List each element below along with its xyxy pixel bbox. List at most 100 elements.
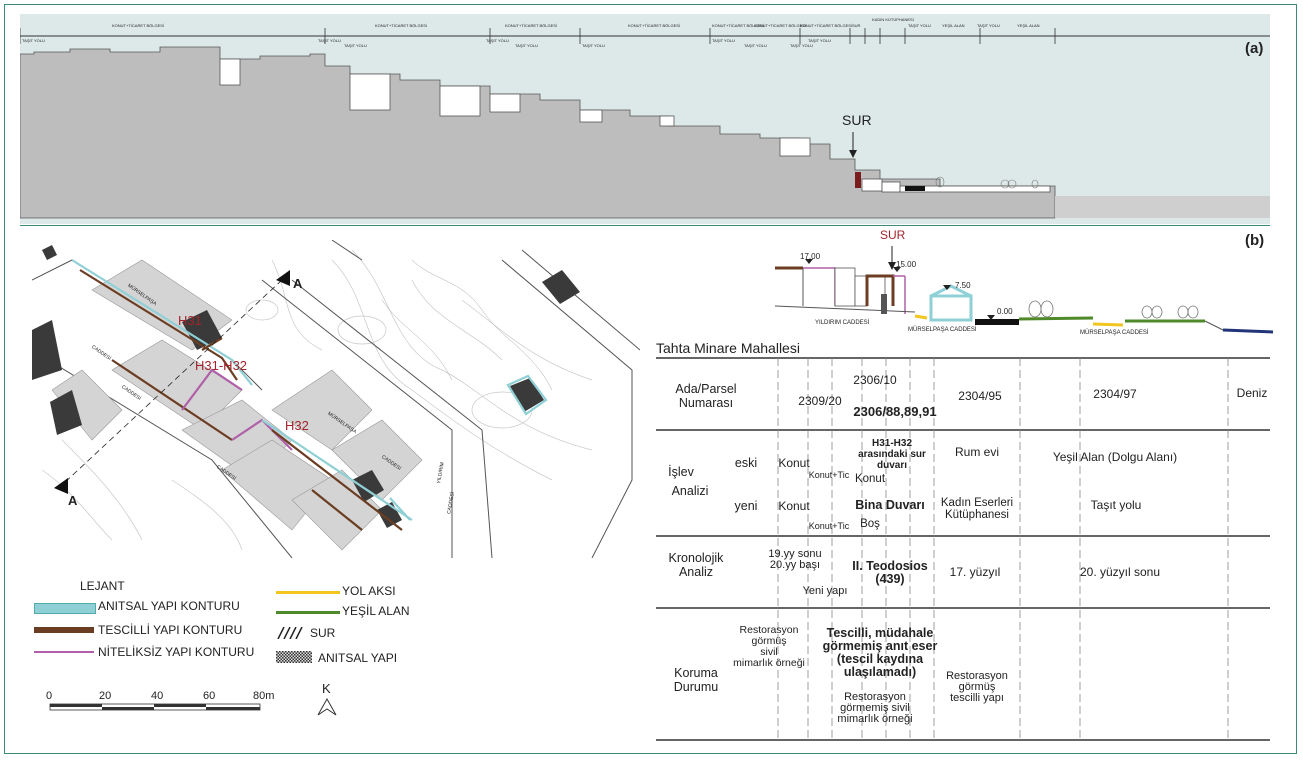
sur-wall-mark (855, 172, 861, 188)
row-label-analizi: Analizi (671, 484, 709, 498)
cell-ada-2304-97: 2304/97 (1093, 387, 1137, 401)
road-label: TAŞIT YOLU (744, 43, 767, 48)
north-label: K (322, 681, 331, 696)
label-eski: eski (734, 456, 758, 470)
cell-yeni-tasit: Taşıt yolu (1090, 498, 1142, 512)
road-label: TAŞIT YOLU (344, 43, 367, 48)
cell-kron-17yy: 17. yüzyıl (949, 565, 1001, 579)
scale-tick: 60 (203, 690, 216, 702)
legend-label: ANITSAL YAPI (318, 651, 398, 665)
north-arrow-icon (317, 697, 337, 716)
section-line (61, 279, 283, 486)
map-label-h32: H32 (285, 418, 309, 433)
cell-ada-2306-10: 2306/10 (853, 373, 897, 387)
map-label-h31-h32: H31-H32 (195, 358, 248, 373)
zone-label: YEŞİL ALAN (942, 23, 965, 28)
panel-a-elevation (20, 14, 1270, 224)
scale-bar (49, 703, 261, 711)
panel-a-label: (a) (1245, 40, 1264, 57)
section-street: MÜRSELPAŞA CADDESİ (1080, 330, 1149, 336)
panel-divider (20, 225, 1270, 226)
outline-contours (71, 259, 548, 531)
cell-yeni-konut-tic: Konut+Tic (808, 521, 850, 531)
legend-title: LEJANT (80, 579, 125, 593)
cell-kron-yeni-yapi: Yeni yapı (802, 585, 848, 597)
legend-label: YEŞİL ALAN (342, 604, 410, 618)
section-elevation: 15.00 (896, 260, 917, 269)
road-label: TAŞIT YOLU (22, 38, 45, 43)
table-title: Tahta Minare Mahallesi (656, 340, 800, 356)
legend-swatch-sur (277, 627, 303, 639)
cell-ada-2306-88: 2306/88,89,91 (853, 404, 937, 419)
cell-yeni-bos: Boş (860, 518, 880, 530)
legend-swatch-tescilli (34, 627, 94, 633)
scale-tick: 20 (99, 690, 112, 702)
legend-label: SUR (310, 626, 336, 640)
zone-label: KADIN KÜTÜPHANESİ (872, 17, 914, 22)
legend-swatch-yol (276, 591, 340, 594)
legend-swatch-anitsal-kontur (34, 603, 96, 614)
legend-label: YOL AKSI (342, 584, 396, 598)
road-label: TAŞIT YOLU (582, 43, 605, 48)
section-street: YILDIRIM CADDESİ (815, 320, 870, 326)
cell-koruma-tescilli: Tescilli, müdahale görmemiş anıt eser (t… (822, 626, 938, 679)
road-label: TAŞIT YOLU (908, 23, 931, 28)
zone-label: KONUT+TİCARET BÖLGESİ (712, 23, 765, 28)
cell-eski-konut-tic: Konut+Tic (808, 470, 850, 480)
zone-label: KONUT+TİCARET BÖLGESİ (800, 23, 853, 28)
sur-arrowhead (849, 150, 857, 158)
cell-koruma-restorasyon-sivil: Restorasyon görmüş sivil mimarlık örneği (733, 624, 805, 669)
figure-frame (4, 4, 1297, 754)
row-label-islev: İşlev (668, 465, 694, 479)
cell-kron-teodosios: II. Teodosios (439) (852, 559, 928, 586)
cell-eski-sur: H31-H32 arasındaki sur duvarı (858, 438, 926, 471)
tree-icons (935, 176, 1039, 189)
zone-label: SUR (852, 23, 861, 28)
cell-yeni-konut: Konut (778, 499, 810, 513)
zone-label: KONUT+TİCARET BÖLGESİ (754, 23, 807, 28)
legend-swatch-anitsal-yapi (276, 651, 312, 663)
building-outlines (219, 58, 1051, 193)
section-profile (775, 246, 1274, 334)
section-sur-label: SUR (880, 228, 906, 242)
road-mark (905, 186, 925, 191)
cell-eski-konut2: Konut (854, 473, 886, 485)
row-label-kronoloji: Kronolojik Analiz (668, 551, 724, 579)
sur-label-a: SUR (842, 112, 872, 128)
zone-label: KONUT+TİCARET BÖLGESİ (628, 23, 681, 28)
analysis-table-grid (656, 357, 1270, 741)
cell-ada-deniz: Deniz (1236, 386, 1268, 400)
contour-lines (41, 249, 593, 551)
legend-label: TESCİLLİ YAPI KONTURU (98, 623, 243, 637)
road-label: TAŞIT YOLU (808, 38, 831, 43)
legend-label: NİTELİKSİZ YAPI KONTURU (98, 645, 255, 659)
section-elevation: 7.50 (955, 281, 971, 290)
section-elevation: 0.00 (997, 307, 1013, 316)
scale-tick: 0 (46, 690, 53, 702)
road-label: TAŞIT YOLU (790, 43, 813, 48)
map-label-a-bottom: A (68, 493, 78, 508)
cell-koruma-restorasyon-gormemis: Restorasyon görmemiş sivil mimarlık örne… (837, 691, 913, 725)
cell-eski-rum: Rum evi (954, 445, 999, 459)
section-street: MÜRSELPAŞA CADDESİ (908, 327, 977, 333)
road-label: TAŞIT YOLU (486, 38, 509, 43)
cell-yeni-bina: Bina Duvarı (855, 498, 925, 512)
cell-eski-yesil: Yeşil Alan (Dolgu Alanı) (1052, 450, 1178, 464)
scale-tick: 40 (151, 690, 164, 702)
cell-kron-19yy: 19.yy sonu 20.yy başı (768, 548, 822, 571)
section-arrow-top (276, 270, 290, 286)
map-label-a-top: A (293, 276, 303, 291)
panel-b-label: (b) (1245, 232, 1265, 249)
row-label-koruma: Koruma Durumu (673, 666, 719, 694)
zone-ticks (20, 28, 1056, 44)
legend-swatch-yesil (276, 611, 340, 614)
zone-label: KONUT+TİCARET BÖLGESİ (112, 23, 165, 28)
site-map (32, 240, 640, 558)
section-elevation: 17.00 (800, 252, 821, 261)
cell-yeni-kadin: Kadın Eserleri Kütüphanesi (940, 497, 1014, 521)
cell-koruma-tescilli-yapi: Restorasyon görmüş tescilli yapı (946, 670, 1008, 704)
zone-label: KONUT+TİCARET BÖLGESİ (375, 23, 428, 28)
road-label: TAŞIT YOLU (977, 23, 1000, 28)
legend-label: ANITSAL YAPI KONTURU (98, 599, 240, 613)
zone-label: KONUT+TİCARET BÖLGESİ (505, 23, 558, 28)
